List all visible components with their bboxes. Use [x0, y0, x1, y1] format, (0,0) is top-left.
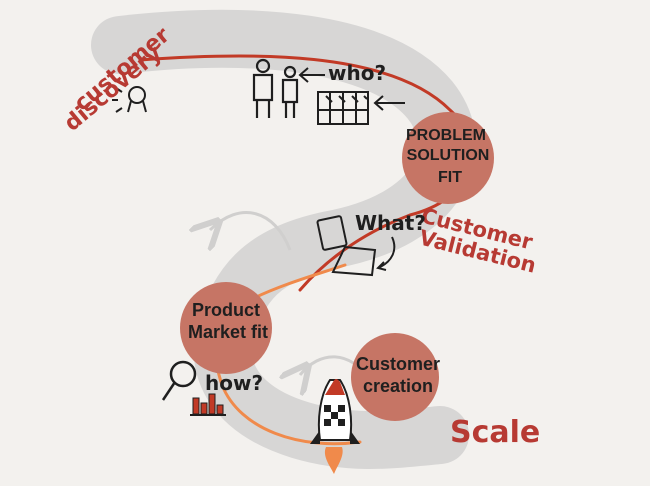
laptop-icon — [316, 215, 377, 277]
what-label: What? — [355, 211, 426, 235]
bar-chart-icon — [190, 393, 226, 416]
who-label: who? — [328, 61, 386, 85]
calendar-arrow — [373, 95, 405, 111]
customer-creation-line2: creation — [363, 376, 433, 396]
road-arrowhead — [405, 405, 465, 460]
how-label: how? — [205, 371, 263, 395]
who-arrow — [298, 67, 325, 83]
lightbulb-icon — [112, 86, 147, 113]
problem-solution-fit-line3: FIT — [438, 169, 462, 186]
product-market-fit-line1: Product — [192, 300, 260, 320]
problem-solution-fit-line1: PROBLEM — [406, 127, 486, 144]
journey-road — [91, 9, 476, 469]
customer-creation-circle — [351, 333, 439, 421]
problem-solution-fit-line2: SOLUTION — [407, 147, 490, 164]
product-market-fit-circle — [180, 282, 272, 374]
problem-solution-fit-circle — [402, 112, 494, 204]
people-icon — [252, 58, 299, 118]
magnifier-icon — [161, 360, 197, 401]
calendar-grid-icon — [317, 91, 369, 125]
rocket-icon — [310, 379, 360, 474]
customer-creation-line1: Customer — [356, 354, 440, 374]
product-market-fit-line2: Market fit — [188, 322, 268, 342]
loop-arrow-upper — [210, 211, 292, 250]
scale-label: Scale — [450, 415, 540, 450]
what-arrow — [376, 236, 396, 271]
